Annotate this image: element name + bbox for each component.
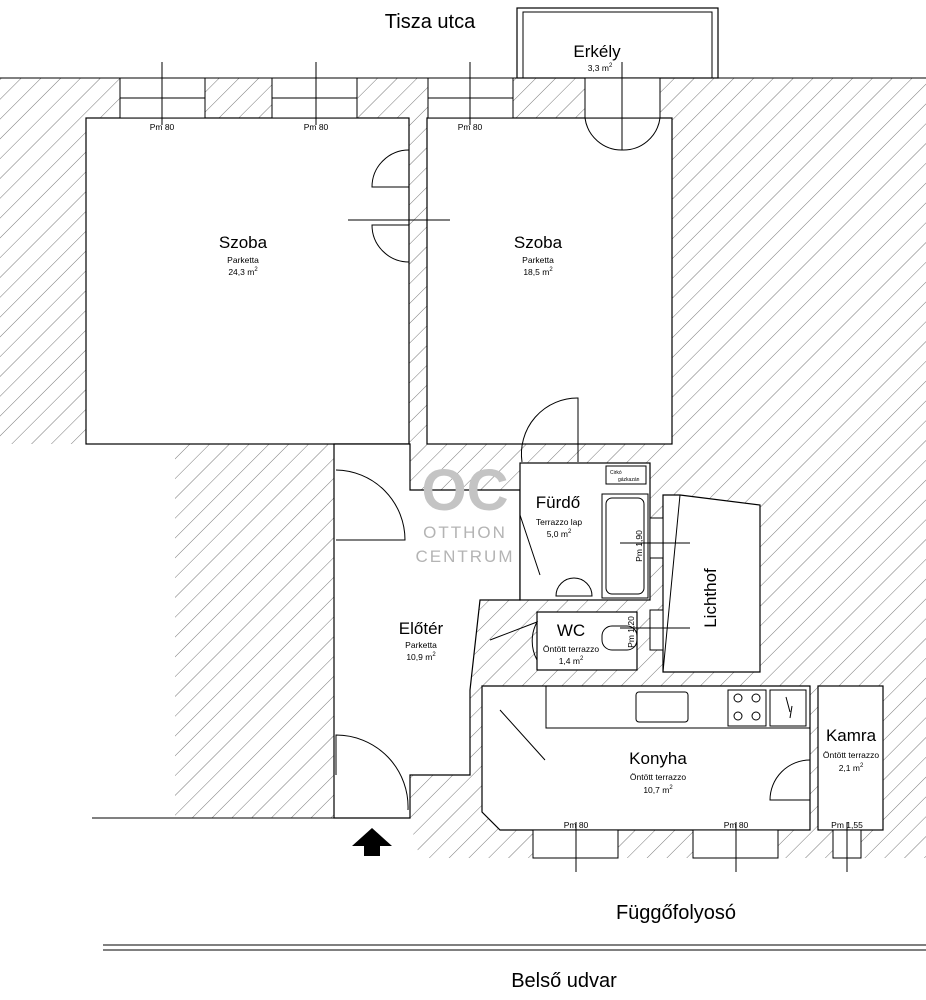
svg-text:Előtér: Előtér [399,619,444,638]
window-labels: Pm 80 Pm 80 Pm 80 Pm 80 Pm 80 Pm 1,55 Pm… [150,122,863,830]
doors [335,149,811,811]
svg-text:Öntött terrazzo: Öntött terrazzo [630,772,686,782]
svg-text:Öntött terrazzo: Öntött terrazzo [823,750,879,760]
svg-text:3,3 m2: 3,3 m2 [588,63,613,73]
svg-text:Fürdő: Fürdő [536,493,580,512]
svg-text:Pm 80: Pm 80 [150,122,175,132]
svg-text:Pm 80: Pm 80 [564,820,589,830]
svg-text:5,0 m2: 5,0 m2 [547,529,572,539]
svg-text:Öntött terrazzo: Öntött terrazzo [543,644,599,654]
street-label-top: Tisza utca [385,11,476,33]
room-szoba-2 [426,117,673,445]
svg-text:CENTRUM: CENTRUM [416,547,515,566]
label-furdo: Fürdő Terrazzo lap 5,0 m2 [536,493,583,539]
svg-text:gázkazán: gázkazán [618,477,640,483]
room-wc [536,611,638,671]
room-furdo [519,462,651,601]
svg-text:OC: OC [422,458,509,523]
windows-top [119,62,661,151]
watermark-logo: OC OTTHON CENTRUM [416,458,515,566]
svg-text:2,1 m2: 2,1 m2 [839,763,864,773]
svg-text:Pm 1,20: Pm 1,20 [626,616,636,648]
svg-text:18,5 m2: 18,5 m2 [523,267,553,277]
boiler [605,465,647,485]
svg-text:Konyha: Konyha [629,749,687,768]
label-lichthof: Lichthof [701,568,720,628]
svg-text:Parketta: Parketta [405,640,437,650]
svg-text:Szoba: Szoba [219,233,268,252]
room-erkely [516,7,719,79]
courtyard-label: Belső udvar [511,970,617,992]
room-kamra [817,685,884,831]
railing [103,944,926,951]
windows-bottom [532,517,862,872]
svg-text:Pm 1,55: Pm 1,55 [831,820,863,830]
wall-hatch-left [175,444,334,818]
label-szoba-1: Szoba Parketta 24,3 m2 [219,233,268,277]
label-wc: WC Öntött terrazzo 1,4 m2 [543,621,599,666]
label-szoba-2: Szoba Parketta 18,5 m2 [514,233,563,277]
label-konyha: Konyha Öntött terrazzo 10,7 m2 [629,749,687,795]
svg-text:Terrazzo lap: Terrazzo lap [536,517,583,527]
svg-text:OTTHON: OTTHON [423,523,507,542]
corridor-label: Függőfolyosó [616,902,736,924]
svg-text:Pm 1,90: Pm 1,90 [634,530,644,562]
svg-text:Pm 80: Pm 80 [304,122,329,132]
bathroom-fixtures [555,465,649,651]
entrance-arrow-icon [352,828,392,856]
room-eloter [333,443,521,819]
svg-text:Parketta: Parketta [522,255,554,265]
kitchen-counter [545,685,811,729]
svg-text:1,4 m2: 1,4 m2 [559,656,584,666]
boiler-label: Cirkó [610,470,622,476]
room-szoba-1 [85,117,410,445]
svg-text:24,3 m2: 24,3 m2 [228,267,258,277]
svg-text:10,7 m2: 10,7 m2 [643,785,673,795]
label-eloter: Előtér Parketta 10,9 m2 [399,619,444,662]
svg-text:WC: WC [557,621,585,640]
svg-text:Kamra: Kamra [826,726,877,745]
svg-text:Pm 80: Pm 80 [724,820,749,830]
label-erkely: Erkély 3,3 m2 [573,42,621,73]
svg-text:Szoba: Szoba [514,233,563,252]
svg-text:10,9 m2: 10,9 m2 [406,652,436,662]
svg-text:Pm 80: Pm 80 [458,122,483,132]
label-kamra: Kamra Öntött terrazzo 2,1 m2 [823,726,879,773]
svg-text:Parketta: Parketta [227,255,259,265]
svg-text:Erkély: Erkély [573,42,621,61]
